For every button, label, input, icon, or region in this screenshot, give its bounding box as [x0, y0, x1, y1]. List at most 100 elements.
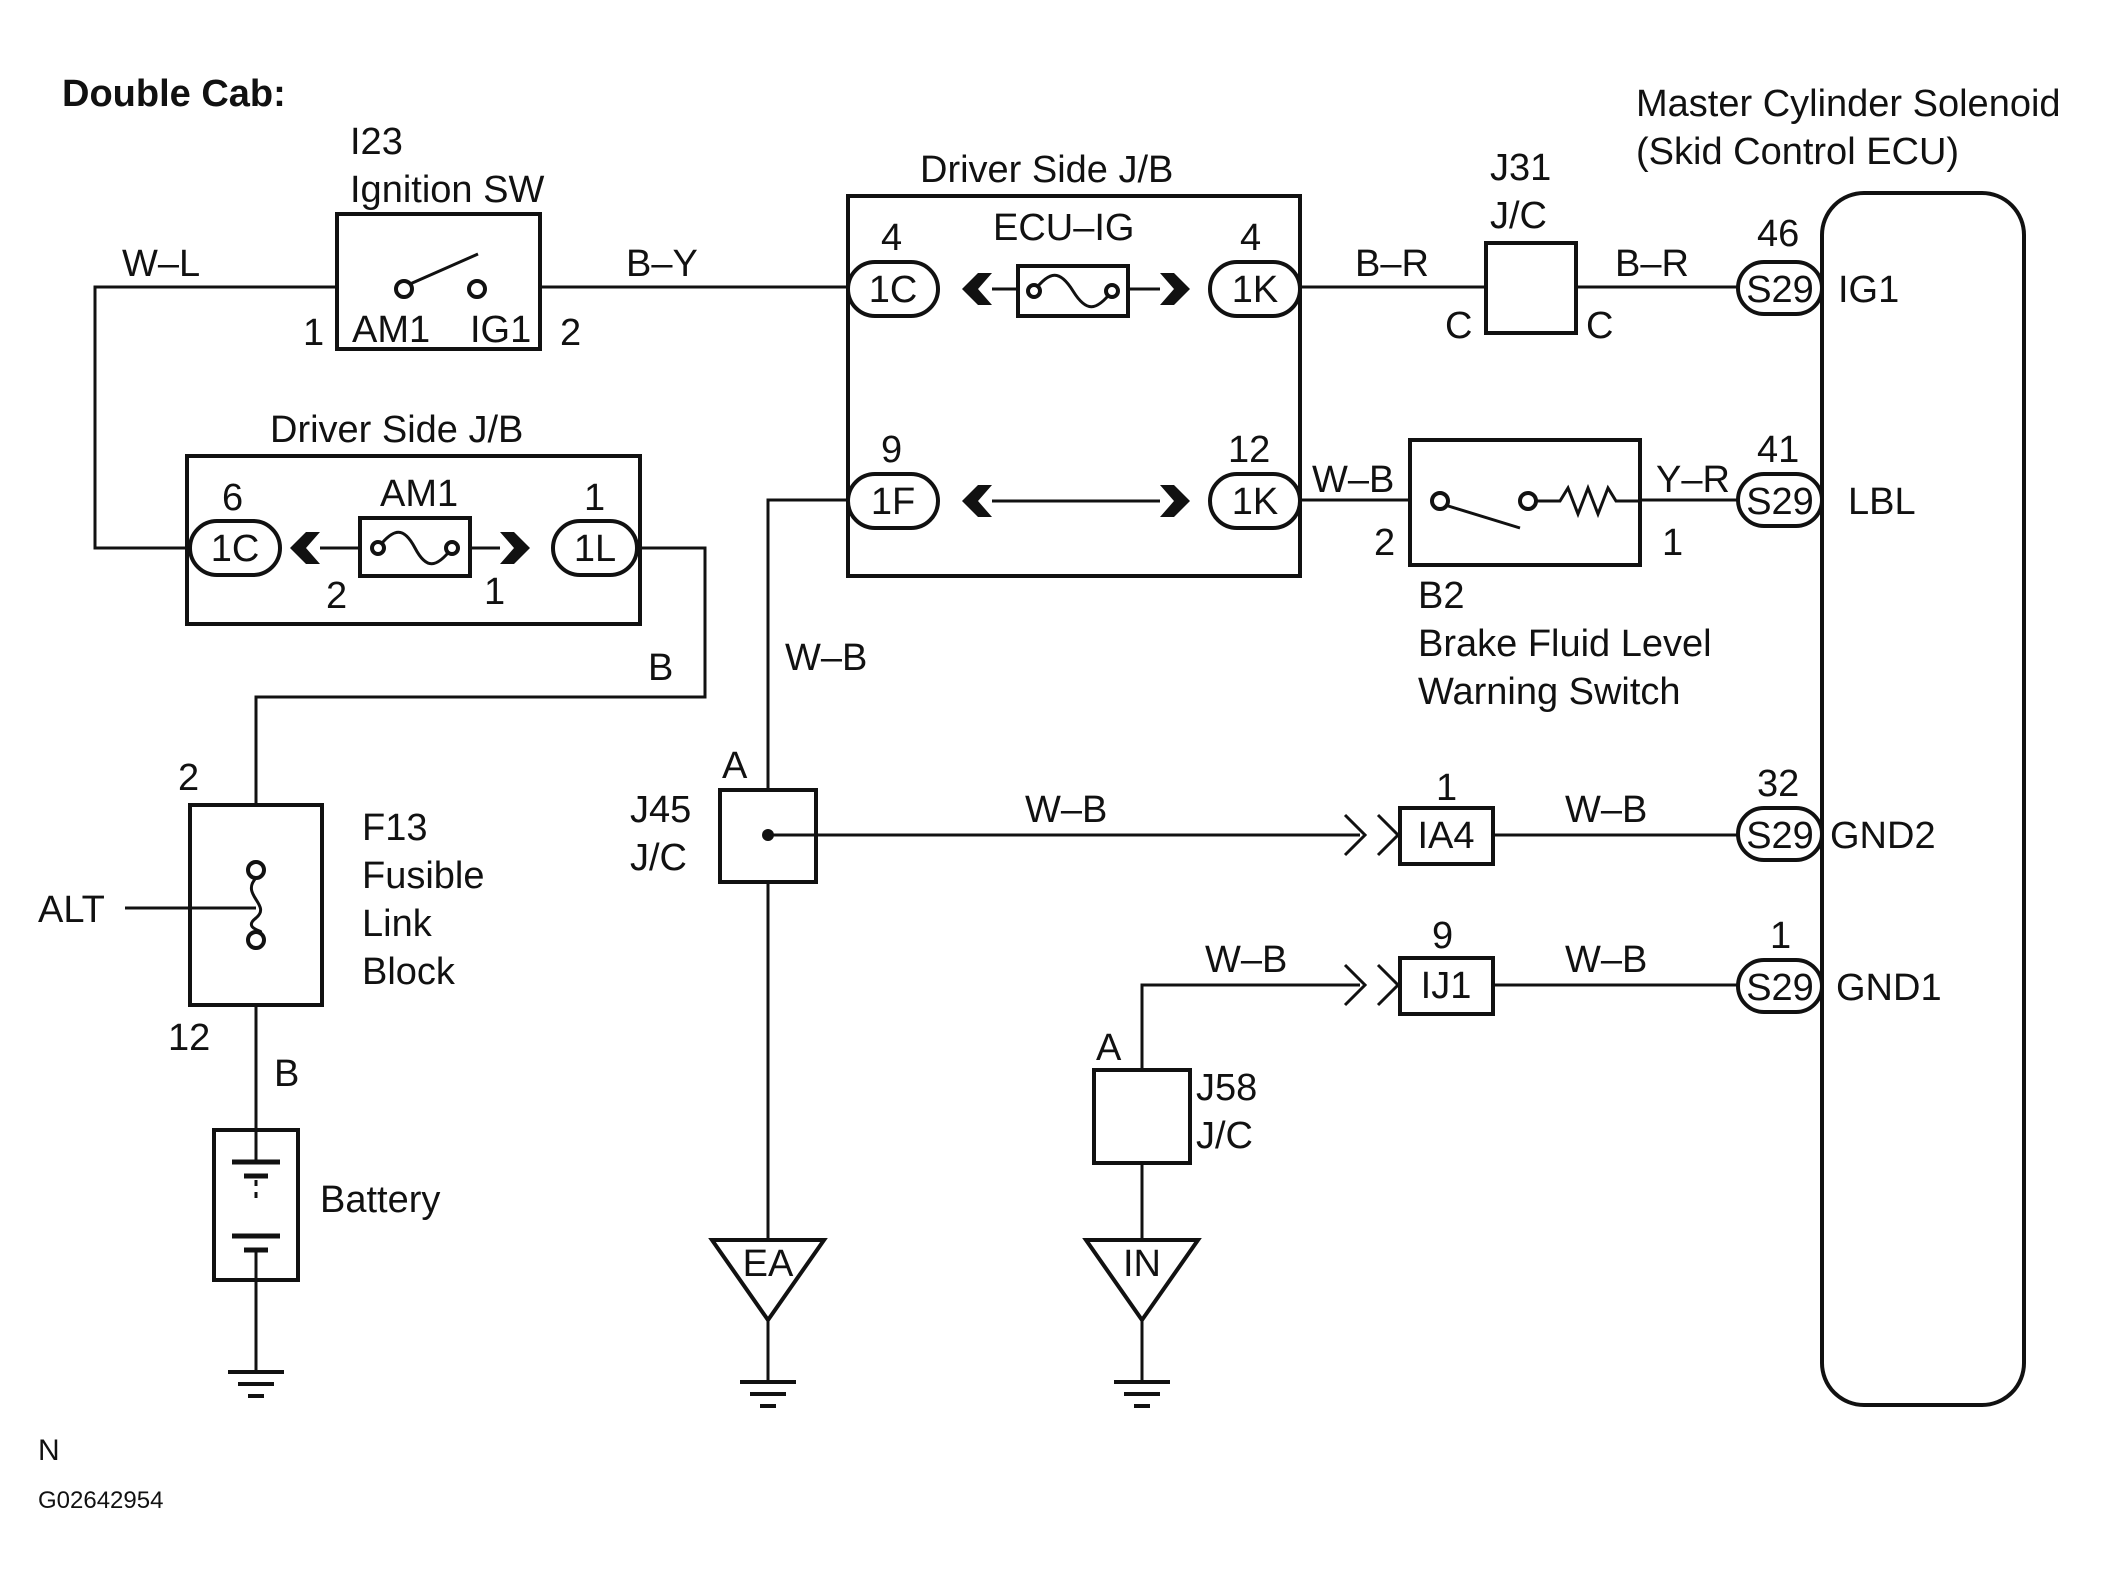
ecu-pin-conn-label: S29 — [1746, 815, 1814, 857]
jb-lower-left-pin: 6 — [222, 477, 243, 519]
connector-ia4: 1 IA4 — [1343, 767, 1495, 866]
jb-lower-left-conn-label: 1C — [211, 528, 260, 570]
brake-fluid-level-switch: 2 1 B2 Brake Fluid Level Warning Switch — [1374, 438, 1712, 713]
wire-label-w-b-ij1: W–B — [1565, 939, 1647, 981]
wire-label-w-b-j58: W–B — [1205, 939, 1287, 981]
jb-upper-box — [846, 194, 1302, 578]
fuse-icon — [1032, 273, 1114, 309]
jb-lower-right-conn — [551, 519, 639, 577]
ground-ea: EA — [708, 1238, 828, 1408]
ground-icon — [228, 1370, 284, 1398]
ecu-pin-name: LBL — [1848, 481, 1916, 523]
ecu-pin-conn — [1736, 472, 1824, 528]
ecu-pin-conn — [1736, 958, 1824, 1014]
fusible-code: F13 — [362, 807, 427, 849]
chevron-right-icon — [1160, 273, 1190, 305]
ecu-pin-conn — [1736, 806, 1824, 862]
wire-label-w-b-j45: W–B — [1025, 789, 1107, 831]
jb-upper-bot-right-conn-label: 1K — [1232, 481, 1278, 523]
j45-junction-connector: W–B A J45 J/C — [630, 637, 867, 884]
fusible-link-block: 2 F13 Fusible Link Block ALT 12 — [38, 757, 485, 1059]
b2-code: B2 — [1418, 575, 1464, 617]
ecu-pin-conn-label: S29 — [1746, 481, 1814, 523]
fusible-name-line2: Link — [362, 903, 433, 945]
footer-mark: N — [38, 1434, 60, 1467]
ignition-switch-blade — [409, 252, 479, 286]
ecu-pin-num: 46 — [1757, 213, 1799, 255]
jb-lower-left-conn — [188, 519, 282, 577]
ignition-pin-left: 1 — [303, 312, 324, 354]
jb-upper-bot-left-conn-label: 1F — [871, 481, 915, 523]
jb-lower-box — [185, 454, 642, 626]
j58-box — [1092, 1068, 1192, 1165]
ecu-title-line1: Master Cylinder Solenoid — [1636, 83, 2061, 125]
ground-in: IN — [1082, 1238, 1202, 1408]
jb-upper-top-right-pin: 4 — [1240, 217, 1261, 259]
j31-junction-connector: J31 J/C C C — [1445, 147, 1613, 347]
j31-box — [1484, 241, 1578, 335]
ignition-switch-code: I23 — [350, 121, 403, 163]
wire-label-b-y: B–Y — [626, 243, 698, 285]
ground-triangle-icon — [1082, 1238, 1202, 1324]
jb-upper-bot-right-pin: 12 — [1228, 429, 1270, 471]
b2-name-line2: Warning Switch — [1418, 671, 1681, 713]
diagram-title: Double Cab: — [62, 73, 286, 115]
resistor-icon — [1536, 483, 1640, 519]
ignition-term-left: AM1 — [352, 309, 430, 351]
ecu-pin-num: 32 — [1757, 763, 1799, 805]
ground-in-label: IN — [1123, 1243, 1161, 1285]
j45-pin: A — [722, 745, 748, 787]
ecu-pin-name: IG1 — [1838, 269, 1899, 311]
ecu-pin-name: GND1 — [1836, 967, 1942, 1009]
skid-control-ecu: Master Cylinder Solenoid (Skid Control E… — [1636, 83, 2061, 1407]
fusible-pin-bottom: 12 — [168, 1017, 210, 1059]
j31-code: J31 — [1490, 147, 1551, 189]
ia4-box — [1398, 806, 1495, 866]
j31-pin-left: C — [1445, 305, 1472, 347]
ecu-pin-conn — [1736, 260, 1824, 316]
wires — [93, 285, 1738, 1380]
ecu-pin-name: GND2 — [1830, 815, 1936, 857]
fusible-pin-top: 2 — [178, 757, 199, 799]
fuse-icon — [376, 530, 454, 566]
ecu-pin-conn-label: S29 — [1746, 967, 1814, 1009]
ij1-code: IJ1 — [1421, 965, 1472, 1007]
ij1-box — [1398, 956, 1495, 1016]
jb-lower-fuse-pin-right: 1 — [484, 571, 505, 613]
ecu-pin-conn-label: S29 — [1746, 269, 1814, 311]
wire-label-w-b-ia4: W–B — [1565, 789, 1647, 831]
fusible-name-line1: Fusible — [362, 855, 485, 897]
j58-junction-connector: A J58 J/C — [1092, 1027, 1257, 1165]
ecu-ig-fuse-box — [1016, 264, 1130, 318]
ia4-code: IA4 — [1417, 815, 1474, 857]
ij1-pin: 9 — [1432, 915, 1453, 957]
ground-ea-label: EA — [743, 1243, 794, 1285]
alt-label: ALT — [38, 889, 105, 931]
jb-upper-top-left-conn — [846, 260, 940, 318]
jb-upper-title: Driver Side J/B — [920, 149, 1173, 191]
driver-side-jb-lower: Driver Side J/B 6 1C AM1 1 1L 2 1 — [185, 409, 642, 626]
ia4-pin: 1 — [1436, 767, 1457, 809]
j45-type: J/C — [630, 837, 687, 879]
footer-code: G02642954 — [38, 1487, 163, 1514]
j58-pin: A — [1096, 1027, 1122, 1069]
battery-label: Battery — [320, 1179, 440, 1221]
chevron-right-icon — [500, 532, 530, 564]
b2-pin-right: 1 — [1662, 522, 1683, 564]
ignition-switch-name: Ignition SW — [350, 169, 544, 211]
chevron-right-icon — [1160, 485, 1190, 517]
jb-upper-top-left-conn-label: 1C — [869, 269, 918, 311]
wire-label-b-r-2: B–R — [1615, 243, 1689, 285]
jb-upper-top-left-pin: 4 — [881, 217, 902, 259]
wire-label-w-b-vertical: W–B — [785, 637, 867, 679]
connector-ij1: 9 IJ1 — [1343, 915, 1495, 1016]
chevron-left-icon — [962, 485, 992, 517]
j58-type: J/C — [1196, 1115, 1253, 1157]
ecu-box — [1820, 191, 2026, 1407]
ecu-pin-num: 1 — [1770, 915, 1791, 957]
jb-upper-bot-left-conn — [846, 472, 940, 530]
ignition-contact-left — [394, 279, 414, 299]
fusible-link-icon — [249, 876, 263, 934]
wire-label-y-r: Y–R — [1656, 459, 1730, 501]
wire-label-b-batt: B — [274, 1053, 299, 1095]
